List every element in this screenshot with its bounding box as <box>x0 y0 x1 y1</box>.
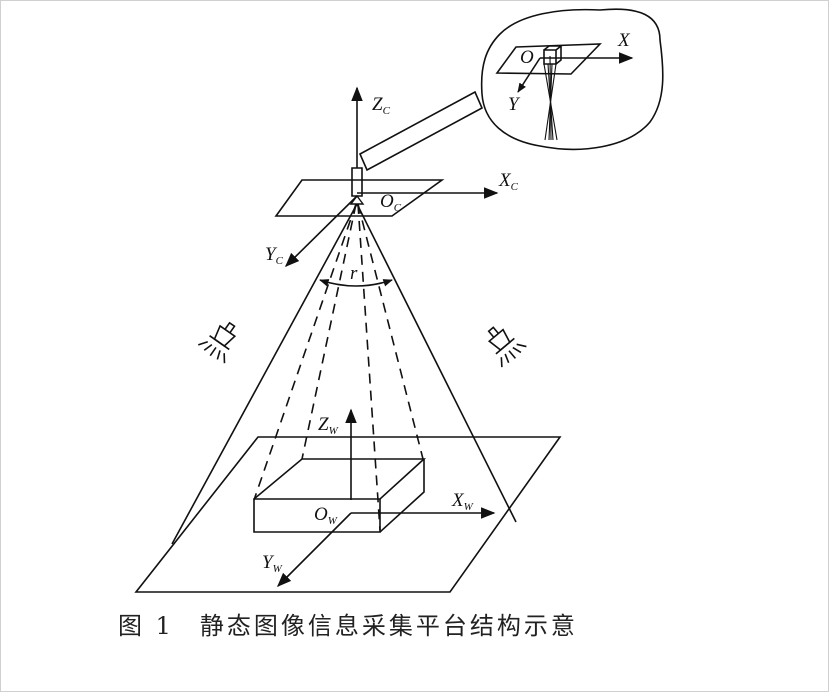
fov-outer-right <box>356 203 517 523</box>
label-inset-o: O <box>520 47 534 68</box>
inset-bubble <box>480 8 664 151</box>
label-ow: OW <box>314 504 338 527</box>
camera-plane <box>274 179 445 217</box>
fov-angle-arc <box>319 279 393 287</box>
figure-caption: 图 1 静态图像信息采集平台结构示意 <box>118 606 578 641</box>
fov-inner-dashed <box>253 203 424 531</box>
label-inset-x: X <box>617 30 631 51</box>
label-zw: ZW <box>318 414 339 437</box>
label-fov-angle: r <box>350 263 358 284</box>
light-left-icon <box>198 321 237 364</box>
inset-sensor <box>543 45 564 65</box>
world-ground-plane <box>134 436 562 593</box>
fov-outer-left <box>171 203 358 545</box>
inset-plane <box>495 43 602 75</box>
world-y-axis <box>276 512 352 588</box>
inset-cone <box>543 55 558 141</box>
callout-tail <box>358 90 484 172</box>
figure-caption-text: 静态图像信息采集平台结构示意 <box>199 612 578 640</box>
label-yw: YW <box>262 552 283 575</box>
label-inset-y: Y <box>508 94 521 115</box>
label-xc: XC <box>498 170 519 193</box>
camera-body <box>351 167 363 197</box>
camera-y-axis <box>284 195 358 268</box>
label-xw: XW <box>451 490 474 513</box>
figure-caption-number: 图 1 <box>118 612 174 640</box>
inset-y-axis <box>517 57 541 93</box>
inset-callout <box>480 8 664 151</box>
label-yc: YC <box>265 244 284 267</box>
object-box <box>253 458 427 533</box>
light-right-icon <box>487 326 527 368</box>
label-oc: OC <box>380 191 402 214</box>
label-zc: ZC <box>372 94 391 117</box>
